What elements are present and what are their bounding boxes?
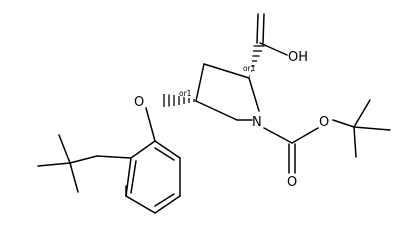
bond-tbu-c-me-b	[37, 162, 71, 167]
aromatic-inner-2	[154, 193, 175, 207]
hashed-wedge-c4-o	[163, 94, 195, 107]
atom-label-boc-ether-oxygen: O	[319, 115, 329, 130]
bond-c4-c5	[195, 100, 238, 121]
atom-label-ether-oxygen: O	[134, 95, 144, 110]
atom-label-hydroxyl: OH	[288, 50, 308, 65]
aromatic-inner-1	[154, 147, 175, 161]
hashed-wedge-c2-cooh	[249, 45, 265, 77]
stereo-label-c2: or1	[243, 64, 256, 73]
aromatic-inner-3	[130, 160, 137, 194]
bond-ar2-tbu	[96, 155, 132, 159]
bond-o-tbu-c	[332, 119, 355, 128]
bond-ar4-ar5	[154, 195, 181, 214]
bond-ar1-ar2	[130, 140, 156, 159]
bond-boc-tbu-me3	[353, 126, 357, 158]
atom-label-ring-nitrogen: N	[252, 115, 262, 130]
bond-n-boc-c	[263, 127, 293, 144]
bond-tbu-c-me-a	[58, 134, 71, 164]
bond-tbu-me1	[69, 155, 98, 164]
bond-cooh-c-o-double-b	[262, 13, 265, 44]
bond-ar3-ar4	[125, 195, 156, 214]
bond-boc-tbu-me1	[353, 99, 371, 128]
atom-label-boc-carbonyl-oxygen: O	[287, 175, 297, 190]
bond-o-aryl	[145, 107, 156, 142]
stereo-label-c4: or1	[179, 89, 192, 98]
bond-n-c2	[248, 77, 260, 112]
bond-c2-c3	[203, 63, 250, 79]
bond-tbu-c-me-c	[69, 162, 79, 193]
bond-cooh-c-oh	[259, 42, 288, 56]
bond-boc-tbu-me2	[353, 126, 391, 131]
structure-diagram: OH O N O O or1 or1	[37, 13, 391, 214]
bond-ar6-ar1	[154, 140, 181, 159]
molecule-drawing: OH O N O O or1 or1	[37, 13, 391, 214]
bond-c3-c4	[195, 63, 205, 102]
bond-boc-c-o-ether	[291, 127, 319, 144]
bond-ar2-ar3	[125, 157, 132, 197]
bond-cooh-c-o-double-a	[256, 13, 259, 44]
